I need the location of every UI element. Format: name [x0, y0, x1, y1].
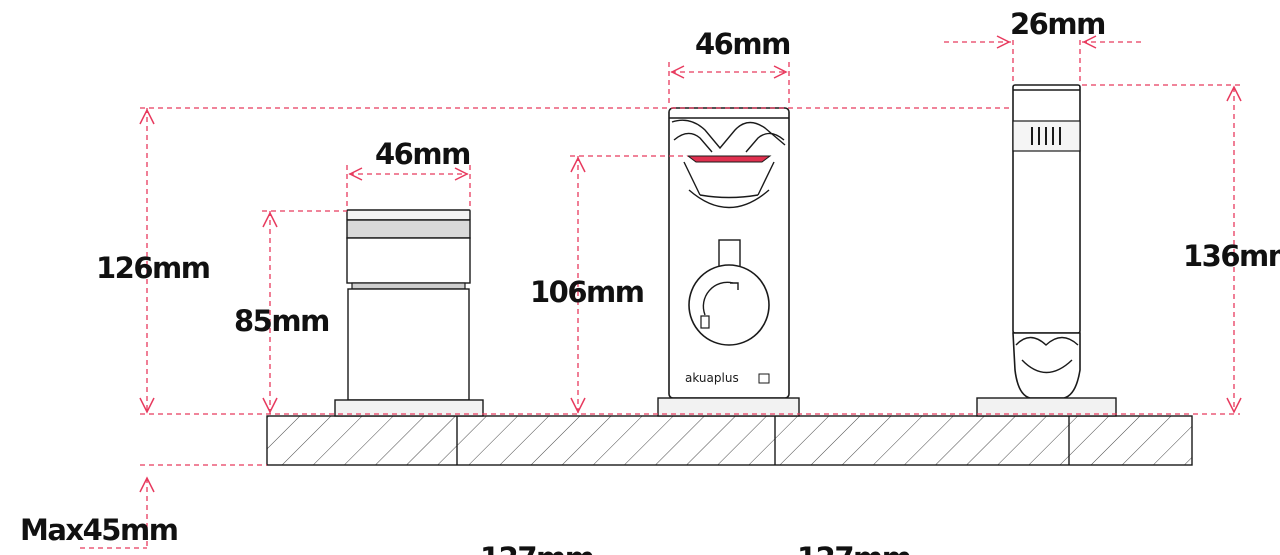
left-tap-width-label: 46mm: [375, 137, 470, 171]
max-deck-thickness-label: Max45mm: [20, 513, 177, 547]
center-basin-mixer: akuaplus: [657, 107, 800, 417]
overall-height-label: 126mm: [96, 251, 209, 285]
dimension-lines: [80, 35, 1242, 549]
mid-tap-height-label: 106mm: [530, 275, 643, 309]
countertop: [266, 415, 1193, 466]
spacing-label-1: 127mm: [480, 541, 593, 555]
brand-logo: akuaplus: [685, 371, 739, 385]
shower-width-label: 26mm: [1010, 7, 1105, 41]
hand-shower: [976, 84, 1117, 417]
left-tap-height-label: 85mm: [234, 304, 329, 338]
shower-height-label: 136mm: [1183, 239, 1280, 273]
spacing-label-2: 127mm: [797, 541, 910, 555]
mid-tap-width-label: 46mm: [695, 27, 790, 61]
left-mixer-tap: [334, 209, 484, 417]
